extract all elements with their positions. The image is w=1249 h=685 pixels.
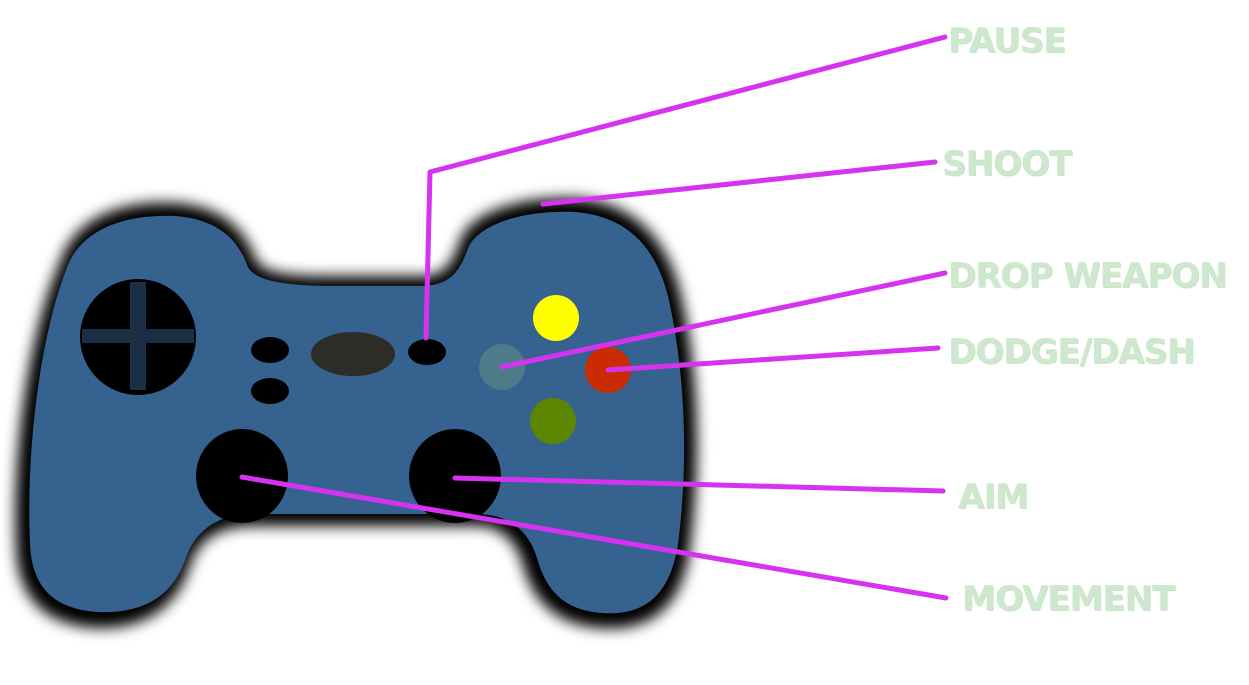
face-button-top — [533, 295, 579, 341]
label-movement: MOVEMENT — [962, 579, 1175, 619]
label-aim: AIM — [958, 477, 1029, 517]
center-pad — [311, 332, 395, 376]
label-shoot: SHOOT — [942, 144, 1072, 184]
label-pause: PAUSE — [948, 21, 1066, 61]
dodge-dash-leader-line — [605, 345, 941, 373]
label-drop-weapon: DROP WEAPON — [948, 256, 1227, 296]
controller-body — [29, 211, 685, 614]
aim-leader-line — [452, 475, 946, 494]
shoot-leader-line — [540, 159, 938, 207]
face-button-bottom — [530, 398, 576, 444]
start-button — [408, 339, 446, 365]
back-button — [251, 378, 289, 404]
leader-lines — [239, 34, 949, 601]
select-button — [251, 337, 289, 363]
gamepad-icon — [15, 197, 697, 629]
dpad-icon — [80, 279, 196, 395]
dpad-horizontal-bar — [82, 329, 194, 343]
pause-leader-line — [423, 34, 948, 341]
drop-weapon-leader-line — [499, 270, 948, 370]
label-dodge-dash: DODGE/DASH — [948, 332, 1195, 372]
movement-leader-line — [239, 474, 949, 601]
